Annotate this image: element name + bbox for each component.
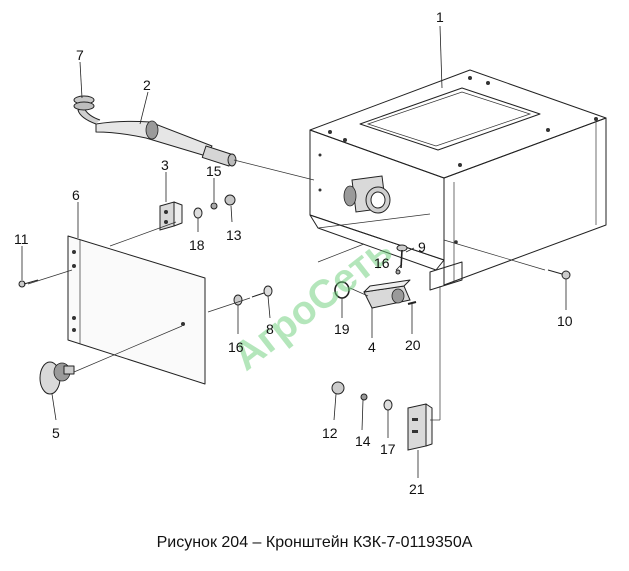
callout-16-lower: 16 [228, 339, 244, 355]
callout-19: 19 [334, 321, 350, 337]
callout-2: 2 [143, 77, 151, 93]
callout-14: 14 [355, 433, 371, 449]
nut-lower [331, 381, 345, 395]
washer-lower [383, 399, 393, 411]
lever [77, 107, 237, 167]
pin [407, 301, 417, 305]
nut [224, 194, 236, 206]
screw [18, 279, 39, 288]
clamp-block [363, 279, 411, 309]
callout-4: 4 [368, 339, 376, 355]
figure-caption: Рисунок 204 – Кронштейн КЗК-7-0119350А [156, 534, 473, 551]
callout-17: 17 [380, 441, 396, 457]
callout-10: 10 [557, 313, 573, 329]
washer [193, 207, 203, 219]
callout-18: 18 [189, 237, 205, 253]
cover-plate [67, 235, 206, 385]
hinge-bracket [159, 201, 183, 231]
callout-12: 12 [322, 425, 338, 441]
bolt-right [547, 269, 571, 280]
callout-21: 21 [409, 481, 425, 497]
callout-20: 20 [405, 337, 421, 353]
callouts: 1 2 3 4 5 6 7 8 9 10 11 12 13 14 15 16 1… [14, 9, 573, 497]
callout-6: 6 [72, 187, 80, 203]
exploded-parts-diagram: АгроСеть 1 2 3 4 5 6 7 8 9 10 11 12 13 1… [14, 9, 607, 497]
washer-left [233, 294, 243, 306]
callout-7: 7 [76, 47, 84, 63]
spring-washer-lower [360, 393, 368, 401]
callout-9: 9 [418, 239, 426, 255]
callout-8: 8 [266, 321, 274, 337]
callout-5: 5 [52, 425, 60, 441]
mount-plate [407, 403, 433, 451]
callout-13: 13 [226, 227, 242, 243]
bolt [251, 285, 273, 298]
ring [73, 95, 95, 111]
callout-16-upper: 16 [374, 255, 390, 271]
knob [39, 361, 75, 395]
callout-15: 15 [206, 163, 222, 179]
washer-small [395, 269, 401, 275]
assembly-lines [27, 159, 546, 421]
callout-3: 3 [161, 157, 169, 173]
spring-washer [210, 202, 218, 210]
leader-lines [21, 25, 567, 478]
bracket-box [309, 69, 607, 291]
callout-1: 1 [436, 9, 444, 25]
callout-11: 11 [14, 231, 29, 247]
